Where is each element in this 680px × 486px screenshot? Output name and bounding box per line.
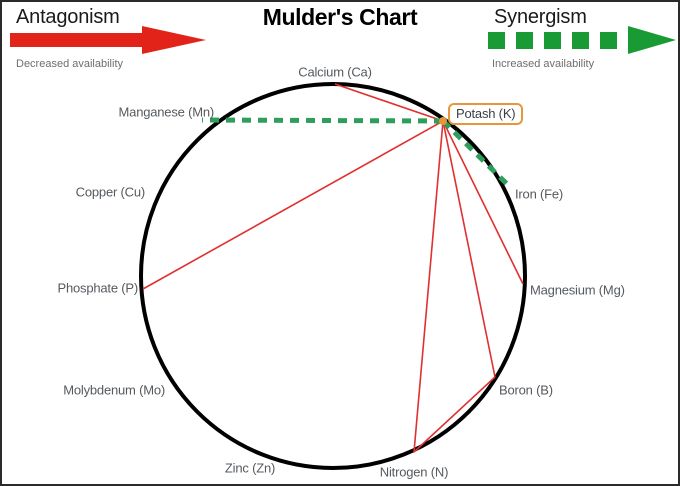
antagonism-link-B-N <box>413 376 496 453</box>
antagonism-heading: Antagonism <box>16 6 120 28</box>
potash-node-dot <box>439 117 447 125</box>
nutrient-label-ca: Calcium (Ca) <box>298 64 372 80</box>
page-title: Mulder's Chart <box>262 4 418 30</box>
nutrient-label-cu: Copper (Cu) <box>75 184 146 200</box>
nutrient-label-p: Phosphate (P) <box>57 280 138 296</box>
synergism-line-group <box>201 117 513 190</box>
red-solid-arrow-right-icon <box>10 26 206 54</box>
nutrient-label-fe: Iron (Fe) <box>515 186 564 202</box>
antagonism-link-K-B <box>442 120 496 378</box>
synergism-link-K-Mn <box>201 117 444 124</box>
increased-availability-caption: Increased availability <box>492 58 595 70</box>
synergism-heading: Synergism <box>494 6 587 28</box>
antagonism-link-K-Ca <box>334 83 444 122</box>
antagonism-link-K-P <box>142 120 444 290</box>
nutrient-label-mo: Molybdenum (Mo) <box>63 382 165 398</box>
antagonism-link-K-Mg <box>442 120 524 285</box>
nutrient-circle <box>139 82 527 470</box>
nutrient-label-mg: Magnesium (Mg) <box>530 282 625 298</box>
nutrient-label-n: Nitrogen (N) <box>379 464 449 480</box>
nutrient-label-b: Boron (B) <box>499 382 553 398</box>
antagonism-link-K-N <box>413 120 444 453</box>
antagonism-line-group <box>142 83 524 453</box>
nutrient-label-zn: Zinc (Zn) <box>224 460 276 476</box>
decreased-availability-caption: Decreased availability <box>16 58 123 70</box>
nutrient-label-mn: Manganese (Mn) <box>118 104 215 120</box>
nutrient-node-potash[interactable]: Potash (K) <box>448 103 524 125</box>
green-dashed-arrow-right-icon <box>488 26 676 54</box>
synergism-link-K-Fe <box>441 119 513 190</box>
